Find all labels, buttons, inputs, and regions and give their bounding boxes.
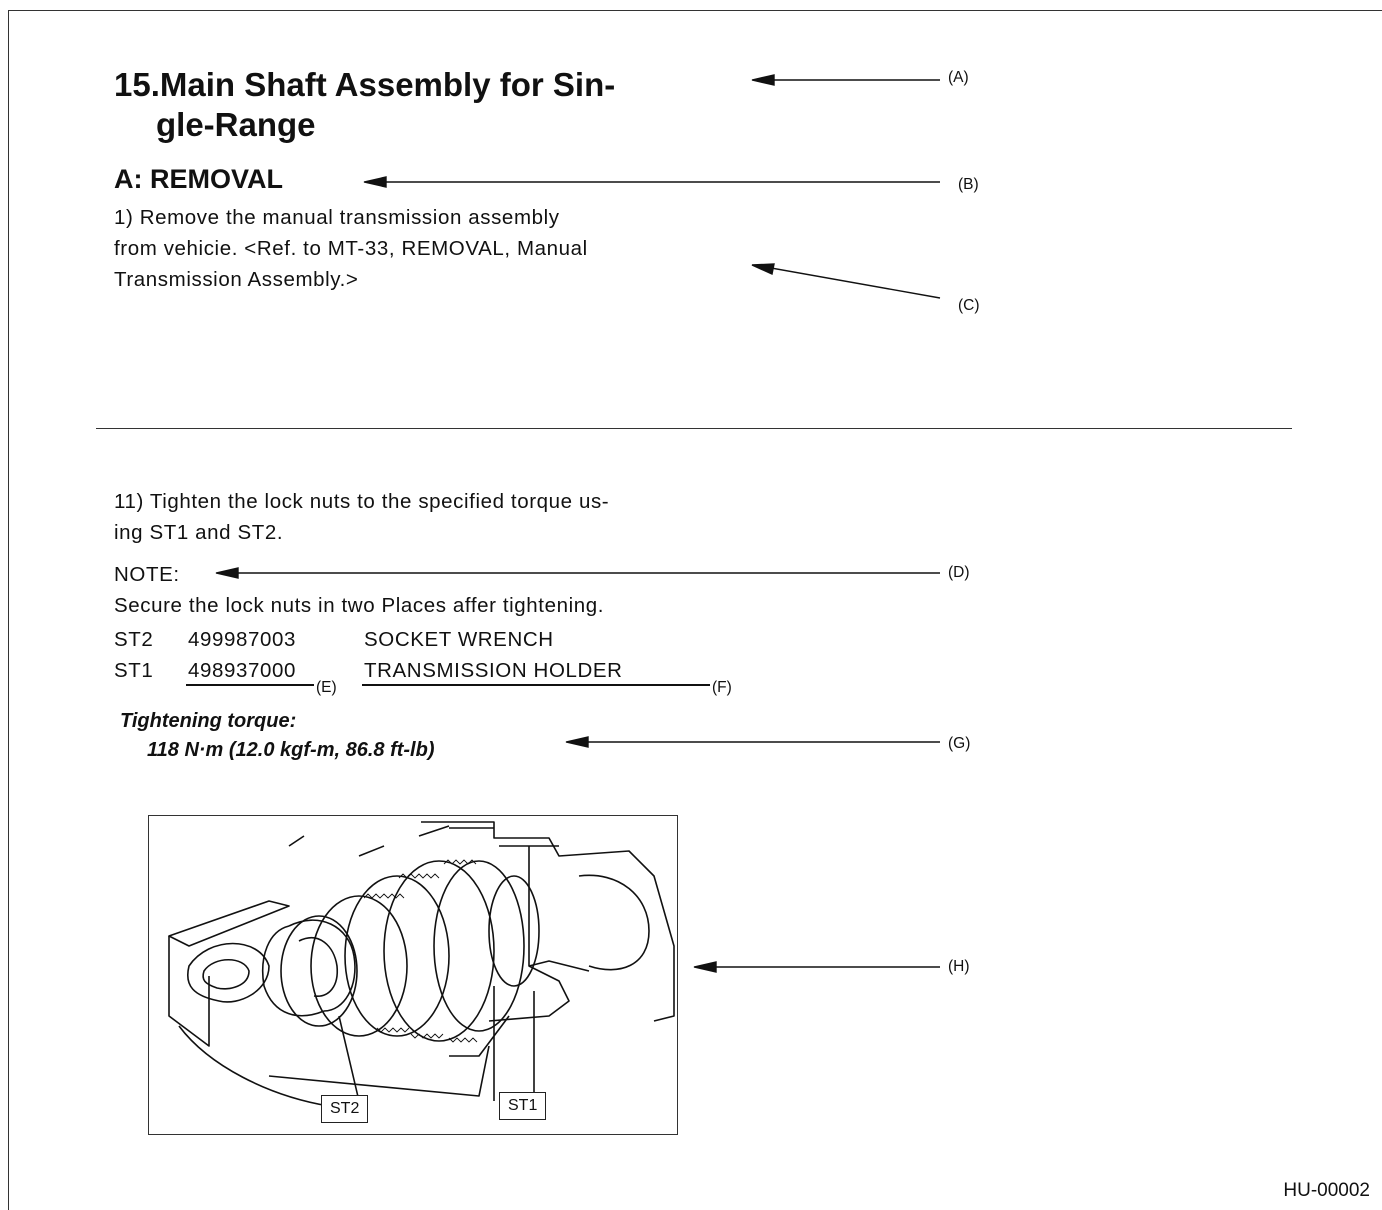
tool-st1-number: 498937000 (188, 659, 297, 682)
callout-e: (E) (316, 679, 337, 696)
lock-nut (187, 942, 270, 1003)
tool-st2-number: 499987003 (188, 628, 297, 651)
note-text: Secure the lock nuts in two Places affer… (114, 594, 605, 617)
tool-st2-name: SOCKET WRENCH (364, 628, 554, 651)
st1-label: ST1 (499, 1092, 547, 1120)
subsection-title: A: REMOVAL (114, 164, 283, 194)
tool-number-underline (186, 684, 314, 686)
torque-label: Tightening torque: (120, 710, 297, 732)
gear-2 (310, 895, 408, 1037)
figure-code: HU-00002 (1283, 1180, 1370, 1201)
arrow-b-head (363, 176, 387, 188)
gear-4 (383, 860, 495, 1042)
callout-a: (A) (948, 69, 969, 86)
tool-st1-name: TRANSMISSION HOLDER (364, 659, 623, 682)
step-11-line-2: ing ST1 and ST2. (114, 521, 284, 544)
holder-outline (421, 821, 675, 1022)
callout-d: (D) (948, 564, 970, 581)
callout-f: (F) (712, 679, 732, 696)
arrow-c-head (751, 263, 775, 275)
arrow-a-head (751, 74, 775, 86)
step-1-line-1: 1) Remove the manual transmission assemb… (114, 206, 560, 229)
torque-value: 118 N·m (12.0 kgf-m, 86.8 ft-lb) (147, 739, 435, 761)
arrow-c-line (759, 265, 941, 299)
page-frame-top (8, 10, 1382, 11)
step-1-line-2: from vehicie. <Ref. to MT-33, REMOVAL, M… (114, 237, 588, 260)
callout-g: (G) (948, 735, 971, 752)
page-frame-left (8, 10, 9, 1210)
gear-assembly-drawing (168, 821, 675, 1107)
tool-st2-id: ST2 (114, 628, 154, 651)
holder-plate (488, 846, 570, 1022)
section-title: 15.Main Shaft Assembly for Sin- (114, 66, 616, 103)
shaft-body-top (168, 900, 290, 947)
gear-6 (488, 875, 540, 987)
holder-end (578, 874, 650, 971)
gear-3 (344, 875, 450, 1037)
st2-label: ST2 (321, 1095, 369, 1123)
arrow-h-head (693, 961, 717, 973)
transmission-illustration: ST2 ST1 (148, 815, 678, 1135)
gear-5 (433, 860, 525, 1032)
arrow-d-head (215, 567, 239, 579)
socket-front (262, 925, 325, 1017)
arrow-g-head (565, 736, 589, 748)
callout-h: (H) (948, 958, 970, 975)
section-title-continued: gle-Range (156, 106, 316, 143)
tool-name-underline (362, 684, 710, 686)
note-label: NOTE: (114, 563, 180, 586)
shaft-lower-curve (178, 1025, 330, 1107)
step-1-line-3: Transmission Assembly.> (114, 268, 359, 291)
step-11-line-1: 11) Tighten the lock nuts to the specifi… (114, 490, 610, 513)
st2-leader (338, 1015, 360, 1102)
section-divider (96, 428, 1292, 429)
tool-st1-id: ST1 (114, 659, 154, 682)
callout-c: (C) (958, 297, 980, 314)
gear-1 (280, 915, 358, 1027)
callout-b: (B) (958, 176, 979, 193)
